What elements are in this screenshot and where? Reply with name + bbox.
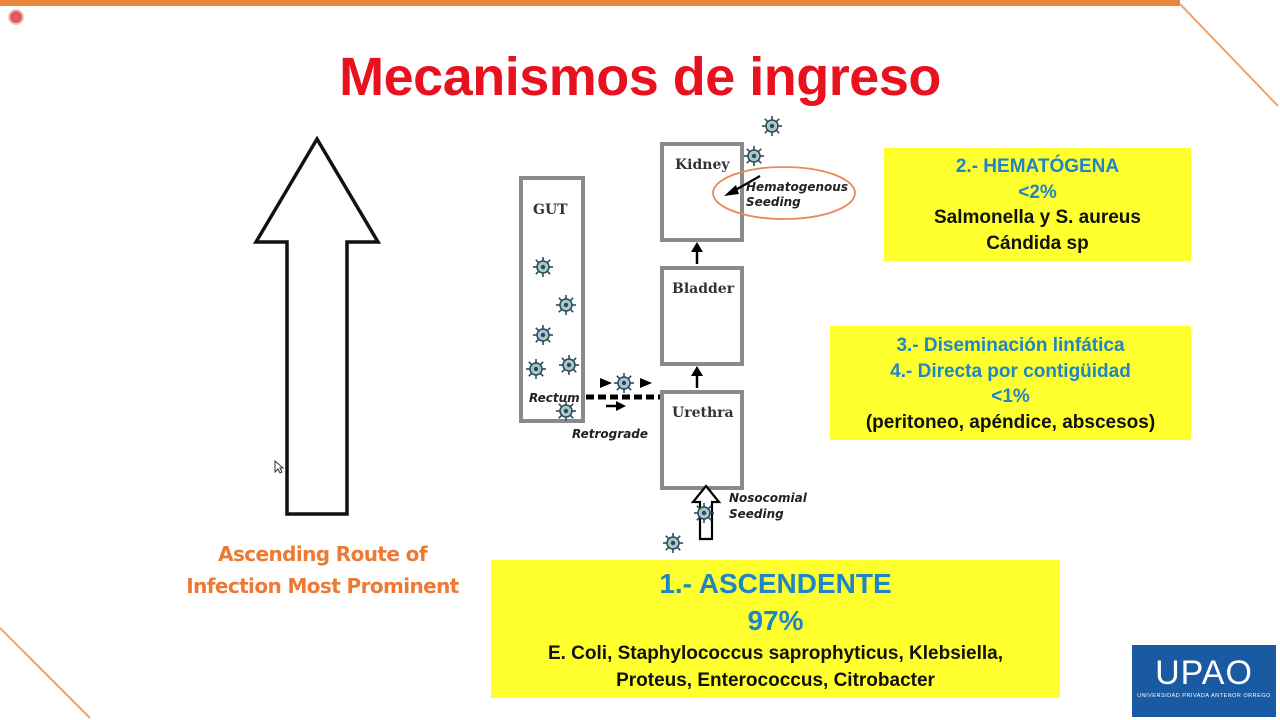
gut-label: GUT (533, 202, 568, 218)
linfatica-box: 3.- Diseminación linfática 4.- Directa p… (830, 326, 1191, 440)
rectum-label: Rectum (529, 391, 580, 405)
kidney-label: Kidney (675, 157, 730, 173)
top-accent-bar (0, 0, 1180, 6)
urethra-label: Urethra (672, 405, 734, 421)
bladder-to-kidney-arrow-icon (691, 242, 703, 264)
hematogena-line2: Cándida sp (986, 232, 1089, 254)
nosocomial-label-line2: Seeding (729, 507, 784, 521)
bladder-box (660, 266, 744, 366)
urinary-infection-diagram: GUT Rectum Kidney Bladder Urethra Retrog… (519, 115, 856, 554)
slide-title: Mecanismos de ingreso (339, 47, 941, 107)
bacterium-icon (532, 324, 554, 346)
bacterium-icon (662, 532, 684, 554)
mouse-pointer-icon (274, 460, 284, 474)
gut-box (519, 176, 585, 423)
bacterium-icon (558, 354, 580, 376)
route-caption-line2: Infection Most Prominent (186, 574, 459, 598)
retrograde-path-icon (586, 378, 660, 411)
hematogena-box: 2.- HEMATÓGENA <2% Salmonella y S. aureu… (884, 148, 1191, 261)
bacterium-icon (693, 502, 715, 524)
bacterium-icon (761, 115, 783, 137)
linfatica-line1: 3.- Diseminación linfática (896, 335, 1125, 356)
bacterium-icon (555, 294, 577, 316)
bladder-label: Bladder (672, 281, 735, 297)
ascendente-line1: E. Coli, Staphylococcus saprophyticus, K… (547, 643, 1004, 664)
ascendente-line2: Proteus, Enterococcus, Citrobacter (616, 669, 935, 691)
linfatica-line3: (peritoneo, apéndice, abscesos) (865, 411, 1156, 433)
record-indicator-icon (10, 11, 22, 23)
urethra-to-bladder-arrow-icon (691, 366, 703, 388)
bacterium-icon (743, 145, 765, 167)
retrograde-label: Retrograde (572, 427, 648, 441)
logo-text: UPAO (1155, 654, 1253, 692)
nosocomial-label-line1: Nosocomial (729, 491, 808, 505)
hematogenous-highlight (712, 166, 856, 220)
ascendente-percent: 97% (747, 605, 804, 636)
ascendente-title: 1.- ASCENDENTE (659, 568, 892, 599)
hematogenous-label-line2: Seeding (746, 195, 801, 209)
hematogena-line1: Salmonella y S. aureus (934, 207, 1141, 228)
ascendente-box: 1.- ASCENDENTE 97% E. Coli, Staphylococc… (491, 560, 1060, 698)
bacterium-icon (532, 256, 554, 278)
upao-logo: UPAO UNIVERSIDAD PRIVADA ANTENOR ORREGO (1132, 645, 1276, 717)
linfatica-line2: 4.- Directa por contigüidad (890, 360, 1131, 382)
bacterium-icon (555, 400, 577, 422)
logo-subtext: UNIVERSIDAD PRIVADA ANTENOR ORREGO (1137, 693, 1271, 699)
hematogenous-arrow-icon (724, 175, 761, 196)
ascending-arrow-icon (252, 135, 382, 516)
hematogenous-label-line1: Hematogenous (746, 180, 848, 194)
hematogena-percent: <2% (1018, 181, 1057, 203)
hematogena-title: 2.- HEMATÓGENA (955, 156, 1120, 177)
bacterium-icon (613, 372, 635, 394)
route-caption-line1: Ascending Route of (218, 542, 427, 566)
bacterium-icon (525, 358, 547, 380)
route-caption: Ascending Route of Infection Most Promin… (160, 538, 485, 602)
linfatica-percent: <1% (991, 386, 1030, 407)
urethra-box (660, 390, 744, 490)
